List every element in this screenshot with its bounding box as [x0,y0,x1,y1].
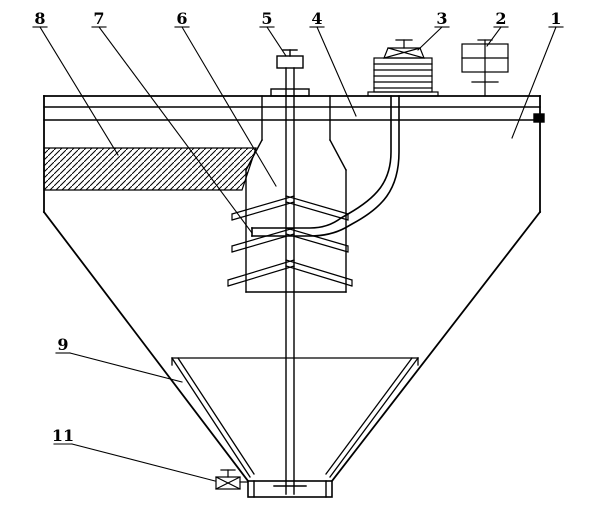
leader-line-3 [417,26,443,51]
callout-2: 2 [486,9,509,47]
leader-line-5 [266,26,287,57]
part-label-6: 6 [176,9,187,28]
part-label-4: 4 [311,9,322,28]
callout-7: 7 [91,9,253,234]
leader-line-8 [39,26,119,156]
feedwell-column [245,95,347,293]
leader-line-4 [316,26,357,117]
feed-motor [367,39,439,97]
deflector-cones [227,195,353,287]
part-label-11: 11 [52,426,74,445]
part-label-2: 2 [495,9,506,28]
callout-5: 5 [259,9,287,57]
part-label-3: 3 [436,9,447,28]
inclined-plate-pack [43,147,257,191]
tank-shell [42,95,545,498]
leader-line-9 [69,352,183,383]
inner-cone-liner [171,357,419,478]
callout-11: 11 [52,426,216,482]
callout-4: 4 [309,9,357,117]
center-shaft [273,67,307,495]
part-label-7: 7 [93,9,104,28]
leader-line-6 [181,26,277,187]
feed-pipe [251,95,400,237]
auxiliary-unit [461,39,509,97]
callout-6: 6 [174,9,277,187]
leader-line-2 [486,26,502,47]
part-label-9: 9 [57,335,68,354]
part-label-8: 8 [34,9,45,28]
callouts: 8 7 6 5 4 3 2 [32,9,564,482]
discharge-valve [215,469,249,490]
overflow-nozzle [533,113,545,123]
leader-line-7 [98,26,253,234]
callout-3: 3 [417,9,450,51]
leader-line-1 [511,26,557,139]
callout-9: 9 [55,335,183,383]
part-label-1: 1 [550,9,561,28]
drive-head [270,49,310,97]
callout-8: 8 [32,9,119,156]
part-label-5: 5 [261,9,272,28]
leader-line-11 [71,443,216,482]
callout-1: 1 [511,9,564,139]
